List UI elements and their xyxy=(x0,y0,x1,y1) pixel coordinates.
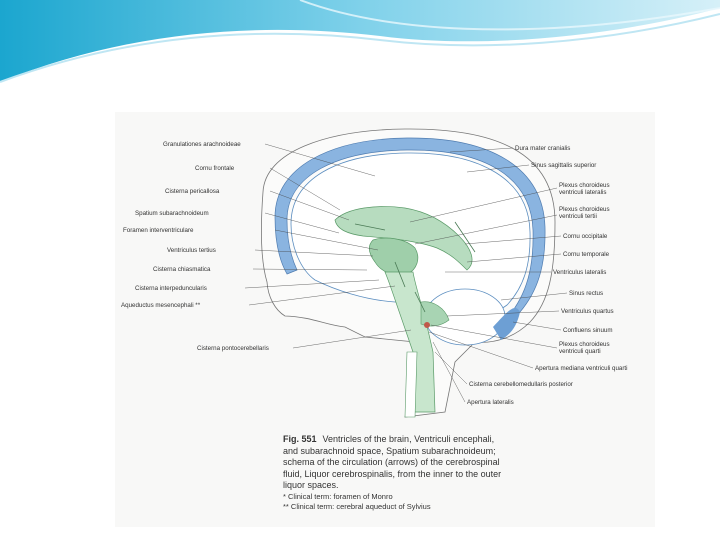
label-ventriculus-quartus: Ventriculus quartus xyxy=(561,308,614,315)
figure-caption: Fig. 551 Ventricles of the brain, Ventric… xyxy=(283,434,643,512)
caption-line-2: and subarachnoid space, Spatium subarach… xyxy=(283,445,496,456)
caption-line-5: liquor spaces. xyxy=(283,480,339,490)
brain-ventricles-diagram: Granulationes arachnoideae Cornu frontal… xyxy=(121,128,628,418)
label-cornu-frontale: Cornu frontale xyxy=(195,165,235,172)
label-sinus-rectus: Sinus rectus xyxy=(569,290,603,297)
caption-line-1: Ventricles of the brain, Ventriculi ence… xyxy=(322,434,495,444)
label-apertura-lateralis: Apertura lateralis xyxy=(467,399,514,406)
label-cornu-temporale: Cornu temporale xyxy=(563,251,610,258)
label-cisterna-pericallosa: Cisterna pericallosa xyxy=(165,188,220,195)
figure-number: Fig. 551 xyxy=(283,434,317,444)
label-ventriculus-lateralis: Ventriculus lateralis xyxy=(553,269,606,276)
subarachnoid-space-band xyxy=(274,137,546,318)
left-labels: Granulationes arachnoideae Cornu frontal… xyxy=(121,141,412,352)
caption-note-1: * Clinical term: foramen of Monro xyxy=(283,491,393,501)
csf-flow-arrows xyxy=(354,221,476,313)
label-aqueductus-mesencephali: Aqueductus mesencephali ** xyxy=(121,302,201,309)
anatomy-figure: Granulationes arachnoideae Cornu frontal… xyxy=(115,112,655,527)
label-confluens-sinuum: Confluens sinuum xyxy=(563,327,613,334)
caption-line-4: fluid, Liquor cerebrospinalis, from the … xyxy=(283,468,502,479)
decorative-header-wave xyxy=(0,0,720,83)
label-cisterna-chiasmatica: Cisterna chiasmatica xyxy=(153,266,211,273)
caption-note-2: ** Clinical term: cerebral aqueduct of S… xyxy=(283,501,431,511)
label-granulationes: Granulationes arachnoideae xyxy=(163,141,241,148)
label-sinus-sagittalis: Sinus sagittalis superior xyxy=(531,162,596,169)
brainstem xyxy=(384,271,436,413)
lateral-ventricle xyxy=(334,206,473,271)
label-ventriculus-tertius: Ventriculus tertius xyxy=(167,247,216,254)
label-dura-mater: Dura mater cranialis xyxy=(515,145,570,152)
label-apertura-mediana: Apertura mediana ventriculi quarti xyxy=(535,365,628,372)
confluens-sinuum xyxy=(493,307,520,340)
label-spatium-subarachnoideum: Spatium subarachnoideum xyxy=(135,210,209,217)
label-cornu-occipitale: Cornu occipitale xyxy=(563,233,608,240)
right-labels: Dura mater cranialis Sinus sagittalis su… xyxy=(409,145,628,406)
label-cisterna-cerebellomedullaris: Cisterna cerebellomedullaris posterior xyxy=(469,381,573,388)
caption-line-3: schema of the circulation (arrows) of th… xyxy=(283,457,500,467)
label-cisterna-pontocerebellaris: Cisterna pontocerebellaris xyxy=(197,345,269,352)
choroid-plexus-fourth xyxy=(424,322,430,328)
spinal-cord xyxy=(404,351,418,418)
label-cisterna-interpeduncularis: Cisterna interpeduncularis xyxy=(135,285,207,292)
label-foramen-interventriculare: Foramen interventriculare xyxy=(123,227,194,234)
